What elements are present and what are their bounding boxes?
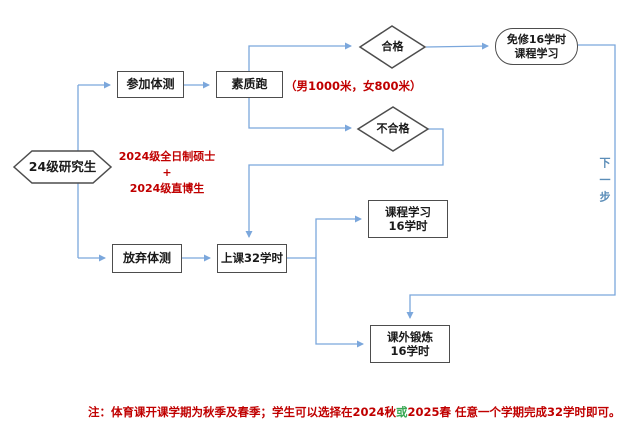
cohort-line-2: + [162,165,172,179]
footer-note: 注：体育课开课学期为秋季及春季；学生可以选择在2024秋或2025春 任意一个学… [88,404,621,420]
cohort-annotation: 2024级全日制硕士 + 2024级直博生 [112,149,222,197]
node-pass-label: 合格 [381,40,404,54]
connector-exempt-next-step [406,44,616,319]
node-course-16: 课程学习 16学时 [368,200,448,238]
run-distance-annotation: （男1000米，女800米） [285,79,422,93]
connector-run-to-fail [248,98,352,132]
node-exempt-line-2: 课程学习 [514,46,559,60]
node-start-label: 24级研究生 [28,159,97,175]
node-course-16-line-2: 16学时 [388,219,428,233]
connector-class32-to-exercise16 [315,258,364,348]
node-give-up: 放弃体测 [112,244,182,273]
node-start: 24级研究生 [14,151,111,183]
node-give-up-label: 放弃体测 [122,251,171,265]
node-quality-run-label: 素质跑 [231,77,268,91]
node-exempt-line-1: 免修16学时 [506,32,567,46]
connector-fail-to-class32 [245,128,444,238]
node-fail: 不合格 [358,107,428,151]
pass-diamond-shape [358,25,427,69]
node-quality-run: 素质跑 [216,71,283,98]
cohort-line-1: 2024级全日制硕士 [118,150,216,163]
node-class-32: 上课32学时 [217,244,287,273]
next-step-annotation: 下一步 [598,157,611,208]
node-exercise-16-line-1: 课外锻炼 [387,329,433,344]
node-course-16-line-1: 课程学习 [385,204,431,219]
cohort-line-3: 2024级直博生 [129,181,205,195]
node-attend-test-label: 参加体测 [126,77,175,91]
connector-run-to-pass [248,42,352,71]
connector-pass-to-exempt [425,42,489,50]
node-fail-label: 不合格 [376,122,410,136]
node-pass: 合格 [360,26,425,68]
node-exercise-16: 课外锻炼 16学时 [370,325,450,363]
fail-diamond-shape [356,106,430,152]
footer-note-prefix: 注：体育课开课学期为秋季及春季；学生可以选择在2024秋 [88,405,397,419]
connector-class32-to-course16 [315,215,362,258]
start-hexagon-shape [12,150,113,184]
node-exempt: 免修16学时 课程学习 [495,28,578,65]
footer-note-or: 或 [396,405,408,419]
node-class-32-label: 上课32学时 [220,251,283,266]
node-exercise-16-line-2: 16学时 [390,344,430,358]
footer-note-suffix: 2025春 任意一个学期完成32学时即可。 [407,405,621,419]
node-attend-test: 参加体测 [117,71,184,98]
